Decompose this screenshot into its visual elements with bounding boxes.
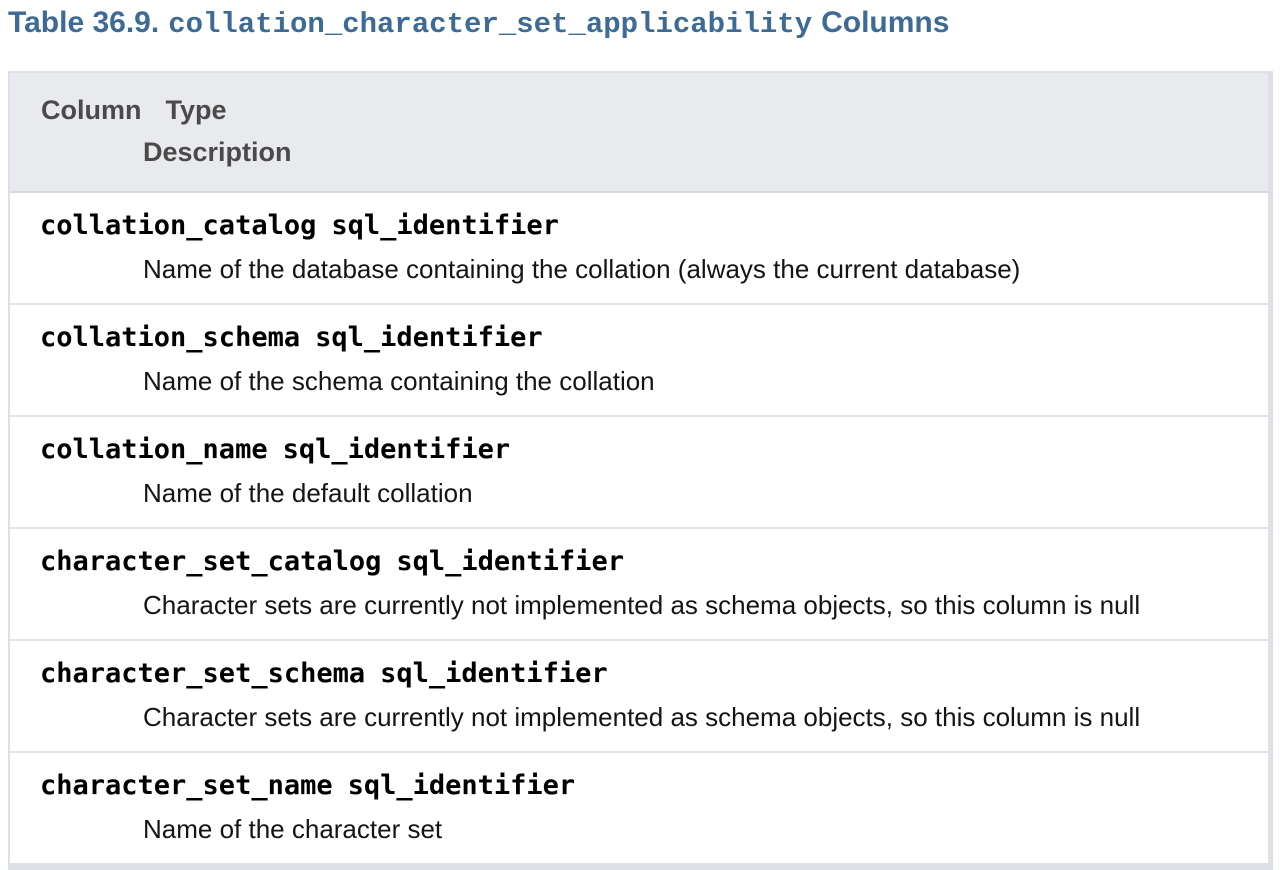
- table-row: collation_catalog sql_identifier Name of …: [10, 193, 1268, 305]
- column-name-code: collation_catalog: [40, 210, 317, 241]
- table-header: Column Type Description: [10, 73, 1268, 193]
- table-body: collation_catalog sql_identifier Name of …: [10, 193, 1268, 863]
- column-name-code: character_set_catalog: [40, 546, 382, 577]
- column-name-code: character_set_name: [40, 770, 333, 801]
- column-name-code: collation_schema: [40, 322, 301, 353]
- header-description-label: Description: [143, 137, 292, 167]
- column-name-code: character_set_schema: [40, 658, 366, 689]
- column-description: Name of the character set: [143, 814, 443, 844]
- header-column-label: Column: [41, 95, 142, 125]
- table-row: collation_name sql_identifier Name of the…: [10, 417, 1268, 529]
- column-description: Name of the schema containing the collat…: [143, 366, 655, 396]
- column-description: Character sets are currently not impleme…: [143, 702, 1141, 732]
- row-code-line: character_set_catalog sql_identifier: [10, 543, 1268, 583]
- column-description: Character sets are currently not impleme…: [143, 590, 1141, 620]
- row-code-line: character_set_name sql_identifier: [10, 767, 1268, 807]
- columns-table: Column Type Description collation_catalog…: [8, 71, 1273, 870]
- row-code-line: collation_name sql_identifier: [10, 431, 1268, 471]
- column-name-code: collation_name: [40, 434, 268, 465]
- column-type-code: sql_identifier: [315, 322, 543, 353]
- table-header-line1: Column Type: [10, 89, 1268, 131]
- table-row: character_set_schema sql_identifier Chara…: [10, 641, 1268, 753]
- column-type-code: sql_identifier: [331, 210, 559, 241]
- column-description: Name of the database containing the coll…: [143, 254, 1021, 284]
- column-description: Name of the default collation: [143, 478, 473, 508]
- column-type-code: sql_identifier: [396, 546, 624, 577]
- table-caption-table-name: collation_character_set_applicability: [168, 8, 813, 41]
- column-type-code: sql_identifier: [282, 434, 511, 465]
- row-code-line: collation_catalog sql_identifier: [10, 207, 1268, 247]
- table-caption: Table 36.9.collation_character_set_appli…: [8, 4, 1276, 44]
- table-caption-suffix: Columns: [821, 6, 950, 39]
- row-code-line: collation_schema sql_identifier: [10, 319, 1268, 359]
- table-row: character_set_name sql_identifier Name of…: [10, 753, 1268, 863]
- table-row: collation_schema sql_identifier Name of t…: [10, 305, 1268, 417]
- table-caption-prefix: Table 36.9.: [8, 6, 160, 39]
- header-type-label: Type: [165, 95, 227, 125]
- row-code-line: character_set_schema sql_identifier: [10, 655, 1268, 695]
- column-type-code: sql_identifier: [380, 658, 608, 689]
- column-type-code: sql_identifier: [347, 770, 576, 801]
- table-row: character_set_catalog sql_identifier Char…: [10, 529, 1268, 641]
